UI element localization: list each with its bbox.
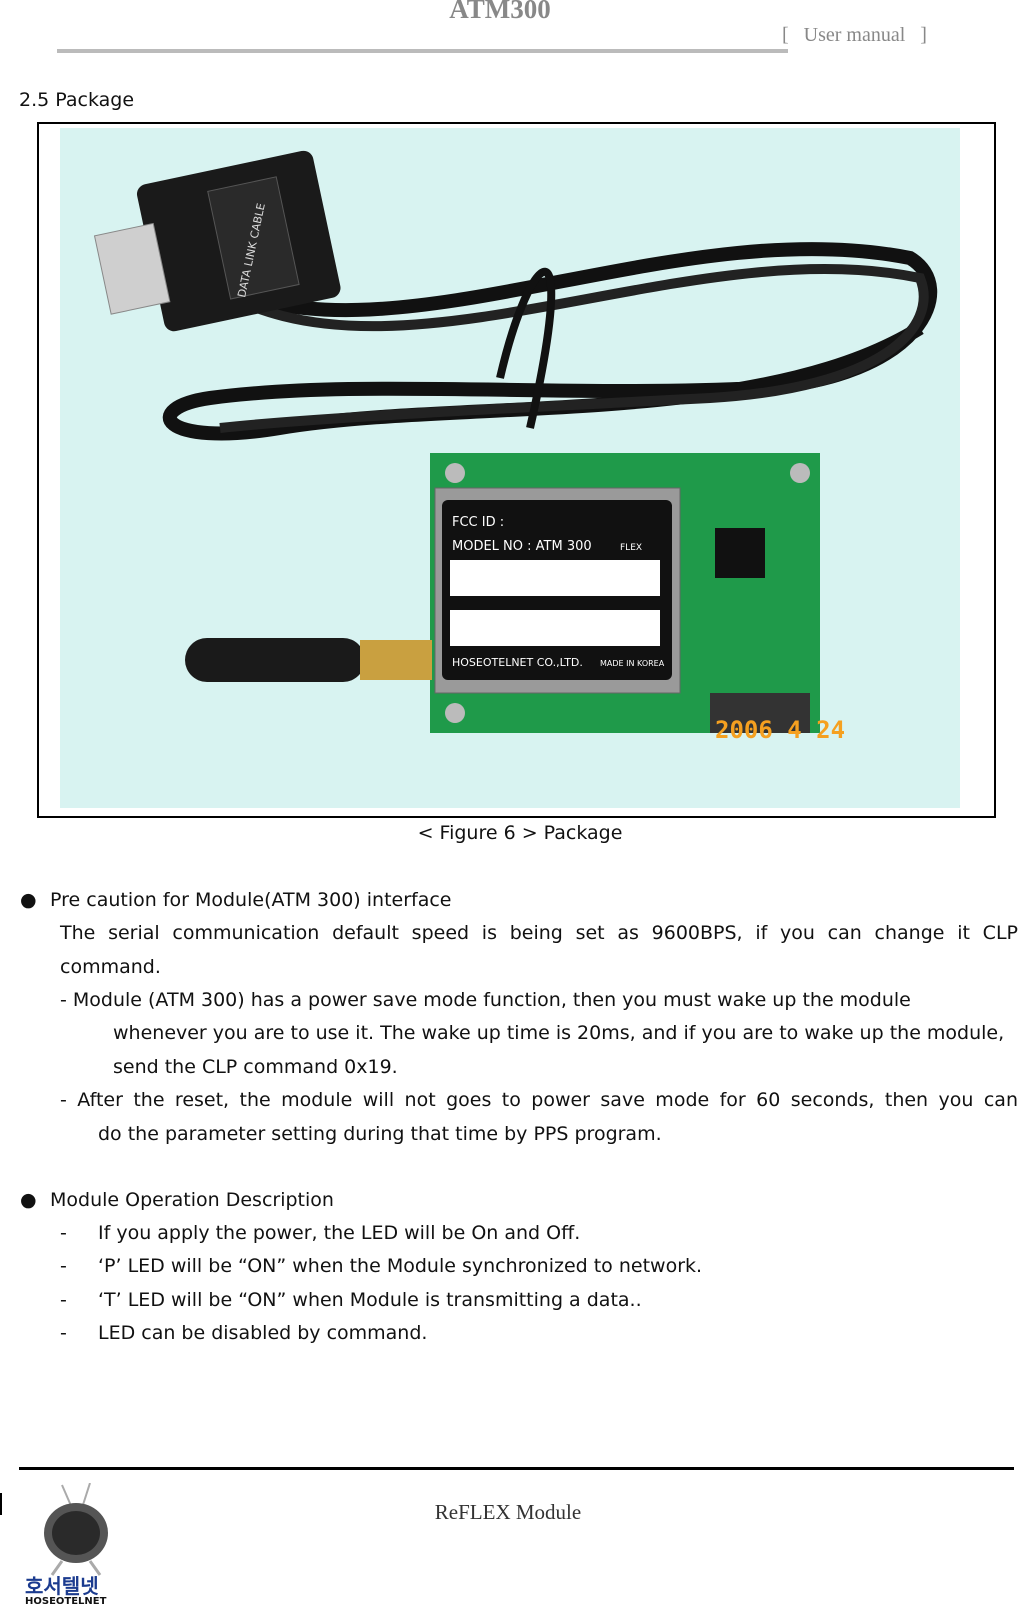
operation-item: If you apply the power, the LED will be …	[98, 1222, 581, 1244]
dash-icon: -	[60, 1289, 67, 1311]
margin-mark	[0, 1493, 2, 1515]
package-photo: DATA LINK CABLE FCC ID : MODEL NO : ATM …	[60, 128, 960, 808]
caution-line: - After the reset, the module will not g…	[60, 1089, 1018, 1111]
caution-line: send the CLP command 0x19.	[113, 1056, 398, 1078]
model-label: MODEL NO : ATM 300	[452, 539, 592, 554]
footer-divider	[19, 1467, 1014, 1470]
footer-text: ReFLEX Module	[434, 1500, 582, 1524]
dash-icon: -	[60, 1222, 67, 1244]
dash-icon: -	[60, 1322, 67, 1344]
caution-line: - Module (ATM 300) has a power save mode…	[60, 989, 911, 1011]
figure-caption: < Figure 6 > Package	[417, 822, 623, 844]
figure-frame	[37, 122, 996, 818]
caution-line: command.	[60, 956, 161, 978]
svg-text:HOSEOTELNET: HOSEOTELNET	[25, 1596, 107, 1605]
svg-text:호서텔넷: 호서텔넷	[25, 1574, 99, 1598]
caution-line: do the parameter setting during that tim…	[98, 1123, 662, 1145]
operation-item: ‘T’ LED will be “ON” when Module is tran…	[98, 1289, 642, 1311]
caution-title: Pre caution for Module(ATM 300) interfac…	[50, 889, 452, 911]
fcc-label: FCC ID :	[452, 515, 504, 530]
caution-line: whenever you are to use it. The wake up …	[113, 1022, 1005, 1044]
document-title: ATM300	[449, 0, 551, 24]
hoseotelnet-logo: 호서텔넷 HOSEOTELNET	[25, 1483, 108, 1605]
maker-label: HOSEOTELNET CO.,LTD.	[452, 656, 583, 669]
header-divider	[57, 49, 788, 53]
operation-item: LED can be disabled by command.	[98, 1322, 428, 1344]
bullet-icon: ●	[20, 889, 37, 911]
operation-title: Module Operation Description	[50, 1189, 334, 1211]
caution-line: The serial communication default speed i…	[60, 922, 1018, 944]
document-subtitle: [ User manual ]	[782, 24, 927, 46]
section-heading: 2.5 Package	[19, 89, 135, 111]
operation-item: ‘P’ LED will be “ON” when the Module syn…	[98, 1255, 703, 1277]
made-label: MADE IN KOREA	[600, 659, 665, 668]
flex-label: FLEX	[620, 543, 642, 553]
date-label: 2006 4 24	[715, 716, 845, 744]
dash-icon: -	[60, 1255, 67, 1277]
bullet-icon: ●	[20, 1189, 37, 1211]
